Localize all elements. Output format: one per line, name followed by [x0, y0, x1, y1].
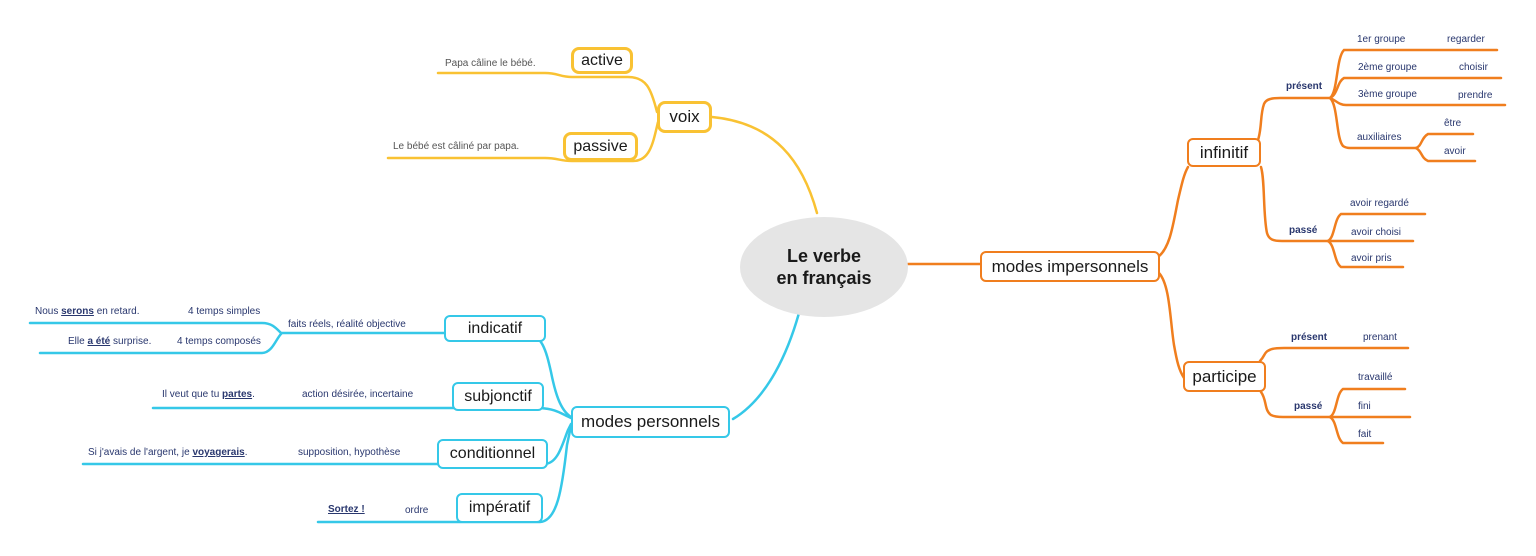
example-verb: serons: [61, 306, 94, 317]
example-pre: Elle: [68, 336, 88, 347]
connector-avoir: [1414, 146, 1477, 163]
leaf-avoir-pris[interactable]: avoir pris: [1351, 253, 1392, 264]
label-groupe3: 3ème groupe: [1358, 89, 1417, 100]
note-subjonctif: action désirée, incertaine: [302, 389, 414, 400]
example-passive: Le bébé est câliné par papa.: [393, 141, 520, 152]
leaf-avoir[interactable]: avoir: [1444, 146, 1466, 157]
example-verb: Sortez !: [328, 504, 365, 515]
note-indicatif: faits réels, réalité objective: [288, 319, 406, 330]
label-inf-present: présent: [1286, 81, 1323, 92]
leaf-travaille[interactable]: travaillé: [1358, 372, 1393, 383]
leaf-fini[interactable]: fini: [1358, 401, 1371, 412]
example-verb: a été: [87, 336, 111, 347]
connector-imperatif: [316, 424, 573, 524]
tag-temps-simples: 4 temps simples: [188, 306, 261, 317]
leaf-fait[interactable]: fait: [1358, 429, 1372, 440]
example-pre: Nous: [35, 306, 62, 317]
leaf-avoir-regarde[interactable]: avoir regardé: [1350, 198, 1409, 209]
connector-fait: [1328, 415, 1385, 445]
label-auxiliaires: auxiliaires: [1357, 132, 1402, 143]
label-groupe1: 1er groupe: [1357, 34, 1406, 45]
connector-indicatif-simples: [28, 321, 283, 335]
connector-etre: [1414, 132, 1475, 150]
leaf-etre[interactable]: être: [1444, 118, 1462, 129]
example-pre: Si j'avais de l'argent, je: [88, 447, 193, 458]
label-part-present: présent: [1291, 332, 1328, 343]
leaf-prendre[interactable]: prendre: [1458, 90, 1493, 101]
connector-participe: [1157, 271, 1186, 380]
connector-voix-center: [710, 115, 819, 215]
example-post: en retard.: [93, 306, 140, 317]
label-part-passe: passé: [1294, 401, 1323, 412]
example-post: .: [244, 447, 248, 458]
connector-part-present: [1258, 346, 1410, 363]
node-conditionnel[interactable]: conditionnel: [437, 439, 548, 469]
leaf-avoir-choisi[interactable]: avoir choisi: [1351, 227, 1402, 238]
connector-inf-present: [1256, 96, 1332, 142]
connector-avoir-regarde: [1326, 212, 1427, 243]
example-conditionnel: Si j'avais de l'argent, je voyagerais.: [88, 447, 247, 459]
leaf-regarder[interactable]: regarder: [1447, 34, 1485, 45]
connector-part-passe: [1259, 390, 1332, 419]
example-active: Papa câline le bébé.: [445, 58, 536, 69]
label-inf-passe: passé: [1289, 225, 1318, 236]
node-indicatif[interactable]: indicatif: [444, 315, 546, 342]
connector-active: [436, 71, 659, 114]
node-imperatif[interactable]: impératif: [456, 493, 543, 523]
example-subjonctif: Il veut que tu partes.: [162, 389, 255, 401]
node-active[interactable]: active: [571, 47, 633, 74]
example-post: .: [252, 389, 255, 400]
label-groupe2: 2ème groupe: [1358, 62, 1417, 73]
example-indicatif-1: Nous serons en retard.: [35, 306, 140, 318]
node-subjonctif[interactable]: subjonctif: [452, 382, 544, 411]
connector-inf-passe: [1259, 165, 1330, 243]
example-imperatif: Sortez !: [328, 504, 365, 516]
connector-center-personnels: [731, 311, 801, 421]
connector-travaille: [1328, 387, 1407, 419]
leaf-choisir[interactable]: choisir: [1459, 62, 1488, 73]
note-conditionnel: supposition, hypothèse: [298, 447, 401, 458]
leaf-prenant[interactable]: prenant: [1363, 332, 1397, 343]
example-post: surprise.: [110, 336, 152, 347]
central-topic-line1: Le verbe: [786, 246, 862, 266]
central-topic-line2: en français: [776, 268, 872, 288]
connector-auxiliaires: [1328, 96, 1418, 150]
node-modes-impersonnels[interactable]: modes impersonnels: [980, 251, 1160, 282]
node-voix[interactable]: voix: [657, 101, 712, 133]
example-indicatif-2: Elle a été surprise.: [68, 336, 151, 348]
note-imperatif: ordre: [405, 505, 429, 516]
example-verb: voyagerais: [192, 447, 245, 458]
example-pre: Il veut que tu: [162, 389, 223, 400]
connector-groupe2: [1328, 76, 1503, 100]
node-modes-personnels[interactable]: modes personnels: [571, 406, 730, 438]
tag-temps-composes: 4 temps composés: [177, 336, 261, 347]
connector-indicatif-composes: [38, 332, 283, 355]
connector-avoir-pris: [1326, 239, 1405, 269]
connector-infinitif: [1156, 165, 1190, 259]
example-verb: partes: [222, 389, 253, 400]
node-participe[interactable]: participe: [1183, 361, 1266, 392]
central-topic[interactable]: Le verbe en français: [740, 217, 908, 317]
connector-passive: [386, 120, 660, 163]
node-infinitif[interactable]: infinitif: [1187, 138, 1261, 167]
node-passive[interactable]: passive: [563, 132, 638, 161]
